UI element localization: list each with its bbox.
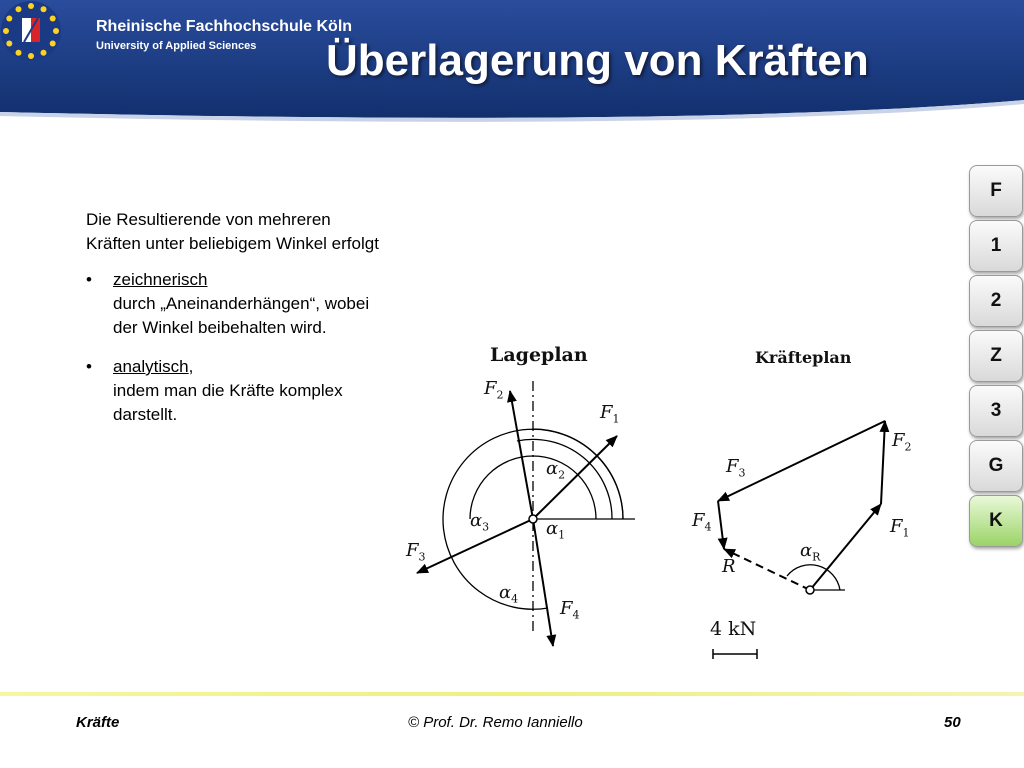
bullet-keyword-suffix: ,: [188, 357, 194, 376]
bullet-line: der Winkel beibehalten wird.: [113, 318, 327, 337]
force-arrow-f2: [507, 390, 534, 520]
label-kp-f2: F2: [892, 430, 912, 454]
bullet-keyword: zeichnerisch: [113, 270, 208, 289]
footer-divider: [0, 692, 1024, 696]
angle-arc-alpha2: [516, 438, 613, 520]
force-arrow-f3: [416, 518, 534, 574]
nav-tab-f[interactable]: F: [969, 165, 1023, 217]
lageplan-title: Lageplan: [490, 344, 588, 366]
force-origin-point: [528, 514, 538, 524]
force-arrow-f1: [532, 435, 618, 520]
label-alpha1: α1: [546, 518, 566, 542]
nav-tab-1[interactable]: 1: [969, 220, 1023, 272]
polygon-arrow-f4: [717, 500, 728, 550]
header-background: [0, 0, 1024, 122]
angle-arc-alpha4: [442, 428, 624, 610]
label-f2: F2: [484, 378, 504, 402]
header-band: Rheinische Fachhochschule Köln Universit…: [0, 0, 1024, 130]
scale-label: 4 kN: [710, 618, 757, 640]
nav-tab-g[interactable]: G: [969, 440, 1023, 492]
bullet-keyword: analytisch: [113, 357, 189, 376]
resultant-origin-point: [805, 585, 815, 595]
polygon-arrow-f3: [717, 420, 886, 502]
intro-text: Die Resultierende von mehreren Kräften u…: [86, 208, 506, 256]
label-alpha2: α2: [546, 458, 566, 482]
label-r: R: [722, 556, 736, 577]
institution-subtitle: University of Applied Sciences: [96, 40, 257, 52]
nav-tab-2[interactable]: 2: [969, 275, 1023, 327]
label-alpha4: α4: [499, 582, 519, 606]
intro-line-1: Die Resultierende von mehreren: [86, 210, 331, 229]
label-f4: F4: [560, 598, 580, 622]
bullet-line: indem man die Kräfte komplex: [113, 381, 343, 400]
footer-topic: Kräfte: [76, 714, 120, 731]
lageplan-diagram: [416, 381, 635, 647]
label-alpha-r: αR: [800, 540, 821, 564]
nav-tab-k[interactable]: K: [969, 495, 1023, 547]
bullet-marker: •: [86, 357, 92, 376]
bullet-marker: •: [86, 270, 92, 289]
kraefteplan-diagram: [712, 420, 890, 659]
label-kp-f4: F4: [692, 510, 712, 534]
force-diagram-figure: Lageplan Kräfteplan F2 F1 F3 F4 α2 α1 α3…: [400, 336, 920, 661]
footer-page-number: 50: [944, 714, 961, 731]
resultant-arrow-r: [723, 548, 811, 591]
angle-arc-alpha3: [469, 455, 597, 520]
label-kp-f1: F1: [890, 516, 910, 540]
nav-tab-3[interactable]: 3: [969, 385, 1023, 437]
force-arrow-f4: [532, 518, 557, 647]
slide-title: Überlagerung von Kräften: [326, 36, 869, 85]
label-f3: F3: [406, 540, 426, 564]
university-logo: [1, 1, 61, 61]
footer-author: © Prof. Dr. Remo Ianniello: [408, 714, 583, 731]
polygon-arrow-f2: [879, 420, 890, 505]
nav-tab-z[interactable]: Z: [969, 330, 1023, 382]
intro-line-2: Kräften unter beliebigem Winkel erfolgt: [86, 234, 379, 253]
label-alpha3: α3: [470, 510, 490, 534]
force-diagram: [416, 381, 890, 659]
polygon-arrow-f1: [809, 503, 882, 591]
institution-name: Rheinische Fachhochschule Köln: [96, 18, 353, 35]
label-kp-f3: F3: [726, 456, 746, 480]
angle-arc-alpha-r: [786, 564, 841, 591]
label-f1: F1: [600, 402, 620, 426]
kraefteplan-title: Kräfteplan: [755, 348, 852, 367]
bullet-line: durch „Aneinanderhängen“, wobei: [113, 294, 370, 313]
bullet-line: darstellt.: [113, 405, 178, 424]
